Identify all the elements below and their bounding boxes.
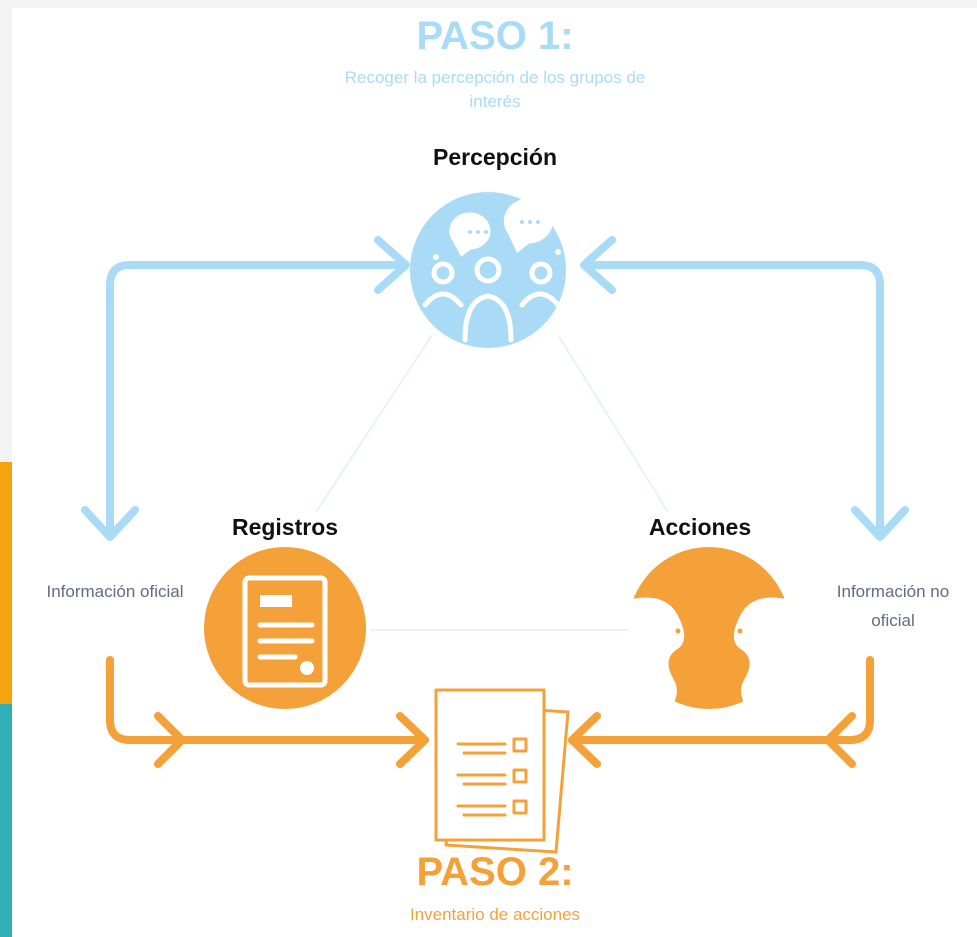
arrow-left-loop [106,261,409,539]
step2-subtitle: Inventario de acciones [409,905,581,924]
blue-flow-arrows [81,236,909,541]
checklist-document-icon [434,688,570,854]
triangle-connectors [315,334,669,631]
faces-profile-icon [628,547,790,712]
arrow-chevron-right-mid [824,712,856,768]
arrow-head-left-to-perception [374,236,410,294]
actions-label: Acciones [648,514,752,540]
arrow-head-into-inventory-right [568,712,601,768]
document-icon [204,547,366,709]
step1-title: PASO 1: [416,14,574,58]
official-info-label: Información oficial [46,582,184,601]
step2-title: PASO 2: [416,850,574,894]
arrow-chevron-left-mid [154,712,186,768]
unofficial-info-label: Información no oficial [836,582,950,630]
step1-subtitle: Recoger la percepción de los grupos de i… [344,68,646,111]
arrow-head-into-inventory-left [396,712,429,768]
arrow-head-down-left [81,506,139,541]
arrow-right-loop [581,261,884,539]
orange-flow-arrows [106,656,874,768]
connector-perception-records [315,334,433,513]
arrow-unofficial-to-inventory [568,656,874,744]
perception-label: Percepción [433,144,557,170]
arrow-head-right-to-perception [580,236,616,294]
connector-perception-actions [557,334,669,513]
arrow-official-to-inventory [106,656,429,744]
arrow-head-down-right [851,506,909,541]
left-teal-accent-bar [0,704,12,937]
records-label: Registros [231,514,339,540]
left-orange-accent-bar [0,462,12,704]
stakeholders-speech-icon [410,192,566,348]
